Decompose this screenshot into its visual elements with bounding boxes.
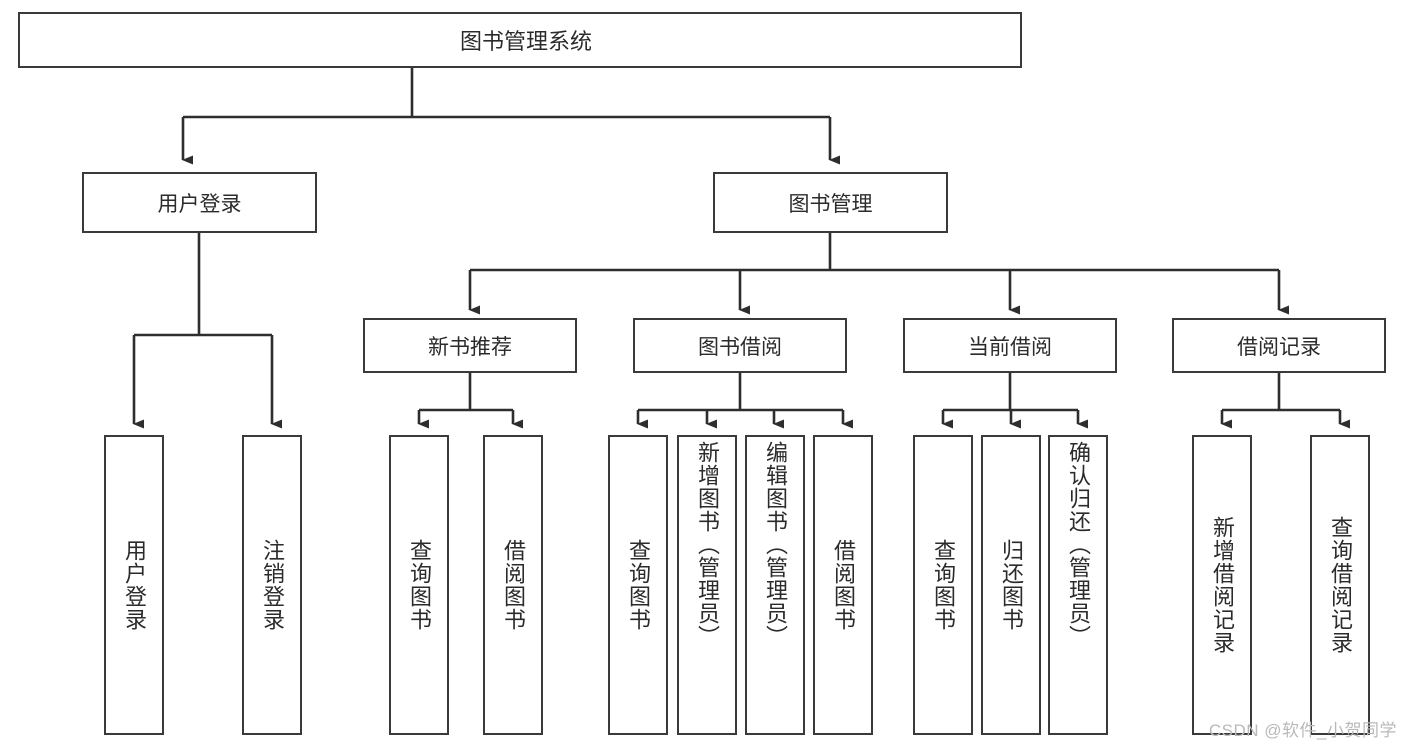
leaf-recommend-query-book[interactable]: 查询图书	[389, 435, 449, 735]
leaf-record-query-record[interactable]: 查询借阅记录	[1310, 435, 1370, 735]
leaf-label: 查询图书	[406, 539, 432, 631]
leaf-label: 查询图书	[625, 539, 651, 631]
node-current-borrow[interactable]: 当前借阅	[903, 318, 1117, 373]
leaf-label: 查询图书	[930, 539, 956, 631]
leaf-label: 确认归还（管理员）	[1065, 441, 1091, 648]
leaf-label: 新增图书（管理员）	[694, 441, 720, 648]
node-book-management-label: 图书管理	[788, 192, 873, 216]
node-borrow-record[interactable]: 借阅记录	[1172, 318, 1386, 373]
node-book-borrow[interactable]: 图书借阅	[633, 318, 847, 373]
leaf-borrow-query-book[interactable]: 查询图书	[608, 435, 668, 735]
leaf-current-confirm-return-admin[interactable]: 确认归还（管理员）	[1048, 435, 1108, 735]
leaf-label: 编辑图书（管理员）	[762, 441, 788, 648]
node-book-borrow-label: 图书借阅	[698, 335, 782, 359]
leaf-record-add-record[interactable]: 新增借阅记录	[1192, 435, 1252, 735]
leaf-borrow-borrow-book[interactable]: 借阅图书	[813, 435, 873, 735]
node-current-borrow-label: 当前借阅	[968, 335, 1052, 359]
node-new-book-recommend-label: 新书推荐	[428, 335, 512, 359]
leaf-user-login-signout[interactable]: 注销登录	[242, 435, 302, 735]
leaf-current-query-book[interactable]: 查询图书	[913, 435, 973, 735]
node-borrow-record-label: 借阅记录	[1237, 335, 1321, 359]
node-root-label: 图书管理系统	[460, 29, 593, 54]
node-new-book-recommend[interactable]: 新书推荐	[363, 318, 577, 373]
leaf-label: 新增借阅记录	[1209, 516, 1235, 654]
node-user-login[interactable]: 用户登录	[82, 172, 317, 233]
leaf-label: 借阅图书	[500, 539, 526, 631]
node-user-login-label: 用户登录	[157, 192, 242, 216]
leaf-user-login-signin[interactable]: 用户登录	[104, 435, 164, 735]
leaf-label: 借阅图书	[830, 539, 856, 631]
node-root[interactable]: 图书管理系统	[18, 12, 1022, 68]
leaf-borrow-edit-book-admin[interactable]: 编辑图书（管理员）	[745, 435, 805, 735]
leaf-borrow-add-book-admin[interactable]: 新增图书（管理员）	[677, 435, 737, 735]
leaf-label: 归还图书	[998, 539, 1024, 631]
csdn-watermark: CSDN @软件_小贺同学	[1208, 721, 1397, 740]
leaf-label: 注销登录	[259, 539, 285, 631]
node-book-management[interactable]: 图书管理	[713, 172, 948, 233]
leaf-label: 用户登录	[121, 539, 147, 631]
leaf-current-return-book[interactable]: 归还图书	[981, 435, 1041, 735]
leaf-label: 查询借阅记录	[1327, 516, 1353, 654]
leaf-recommend-borrow-book[interactable]: 借阅图书	[483, 435, 543, 735]
